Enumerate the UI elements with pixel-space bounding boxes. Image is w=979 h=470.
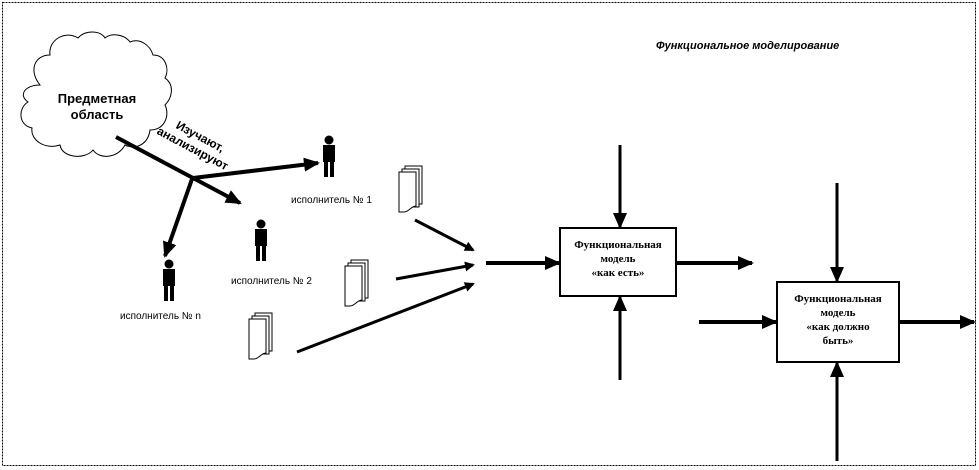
performer-1: исполнитель № 1: [291, 135, 372, 206]
documents-icon: [398, 165, 423, 213]
box-to-be-line3: «как должно: [806, 321, 870, 333]
box-to-be: Функциональная модель «как должно быть»: [776, 281, 900, 363]
subject-area-label-line1: Предметная: [58, 91, 136, 106]
arrow-docs-n: [296, 282, 475, 354]
performer-1-label: исполнитель № 1: [291, 195, 372, 206]
arrow-to-performer-1: [192, 157, 320, 180]
documents-icon: [344, 259, 369, 307]
person-icon: [255, 219, 267, 261]
performer-n-label: исполнитель № n: [120, 311, 201, 322]
box-to-be-line2: модель: [821, 307, 856, 319]
box-to-be-line1: Функциональная: [794, 293, 882, 305]
arrow-docs-2: [395, 261, 475, 281]
documents-icon: [248, 312, 273, 360]
performer-2: исполнитель № 2: [231, 219, 312, 287]
box-as-is-frame: [559, 227, 677, 297]
performer-2-label: исполнитель № 2: [231, 276, 312, 287]
person-icon: [323, 135, 335, 177]
subject-area-cloud: Предметная область: [20, 31, 172, 157]
box-as-is: Функциональная модель «как есть»: [559, 227, 677, 297]
subject-area-label-line2: область: [71, 107, 124, 122]
person-icon: [163, 259, 175, 301]
arrow-to-performer-n: [163, 178, 194, 258]
performer-n: исполнитель № n: [120, 259, 201, 322]
cloud-shape: [20, 31, 172, 157]
diagram-title: Функциональное моделирование: [656, 40, 839, 52]
arrow-docs-1: [414, 218, 475, 252]
box-as-is-line1: Функциональная: [574, 239, 662, 251]
box-as-is-line3: «как есть»: [592, 267, 645, 279]
box-to-be-line4: быть»: [823, 335, 854, 347]
box-as-is-line2: модель: [601, 253, 636, 265]
study-arrow: [115, 135, 242, 205]
